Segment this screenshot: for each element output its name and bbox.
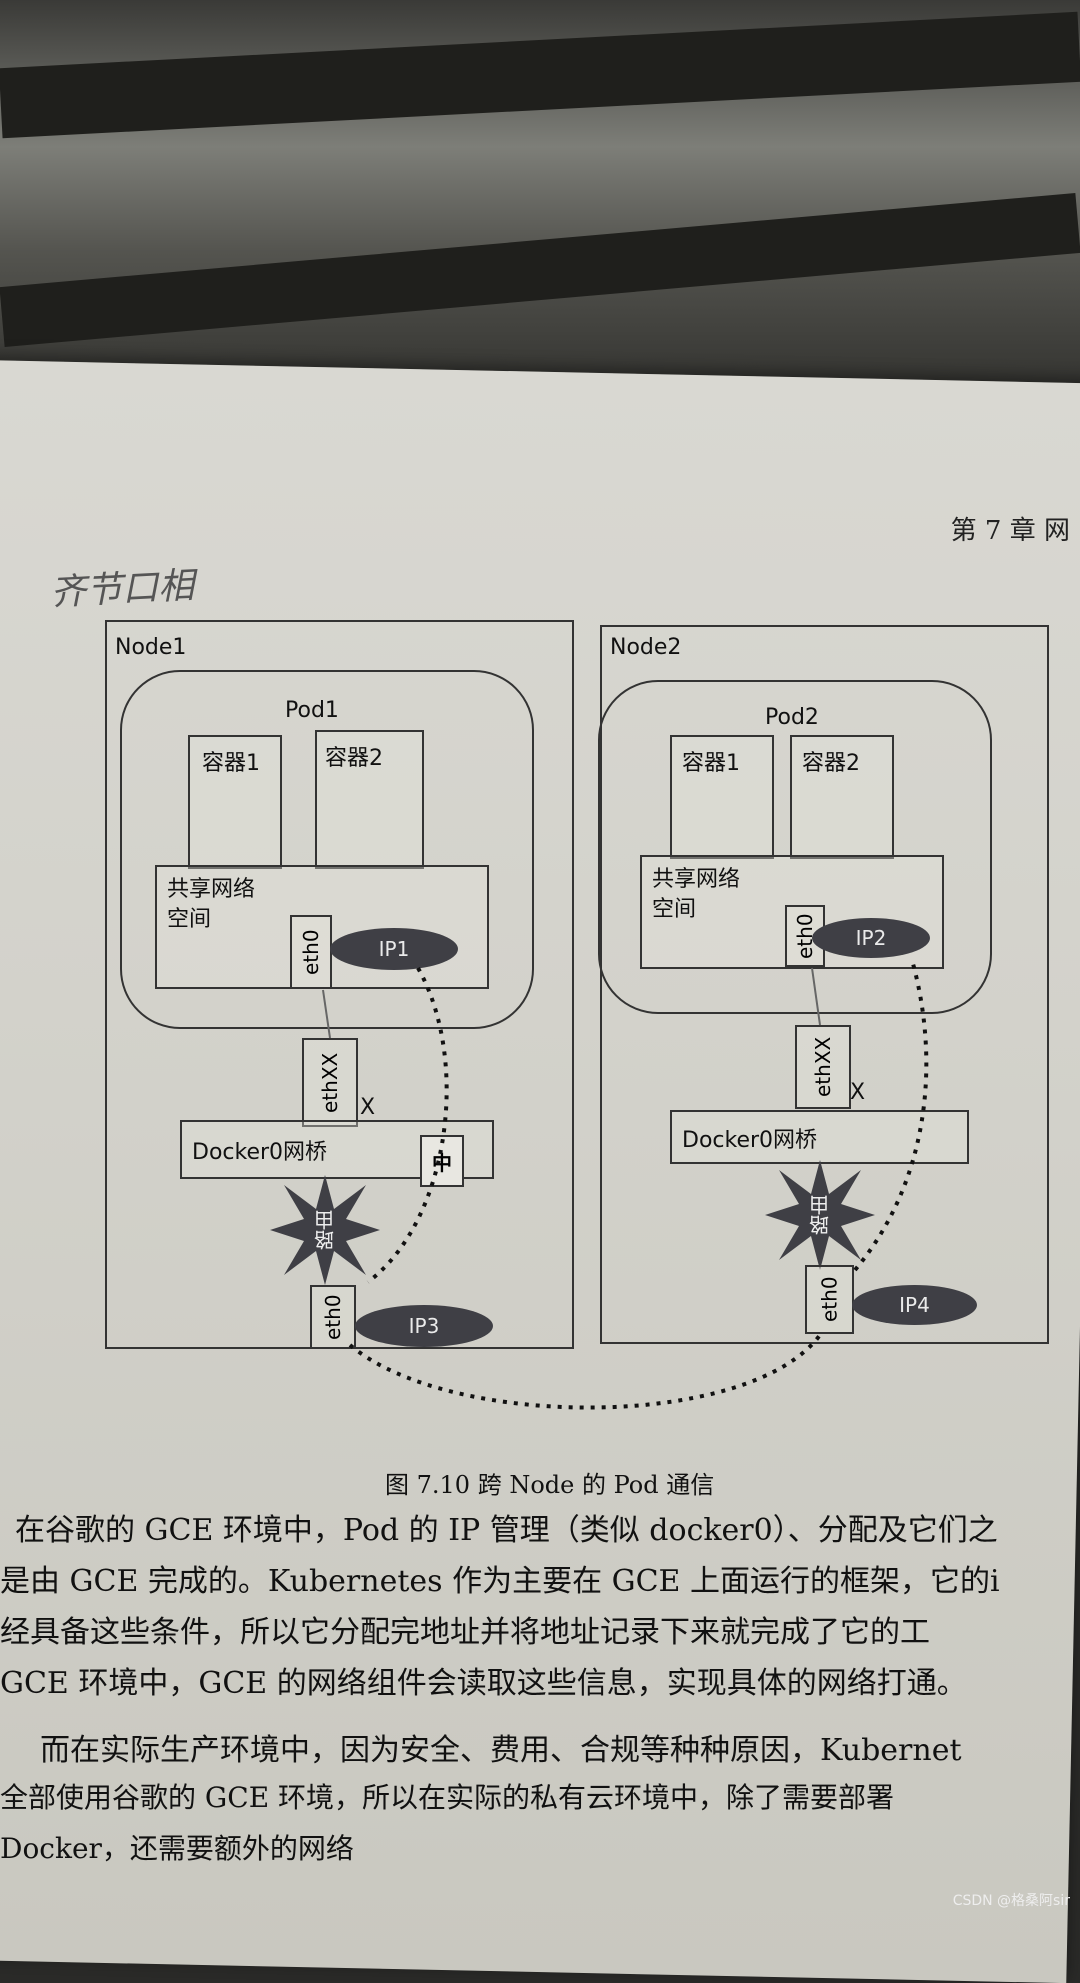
pod1-frame (120, 670, 534, 1029)
docker0-bridge: Docker0网桥 (180, 1120, 494, 1179)
container2: 容器2 (315, 730, 424, 869)
router-burst-1 (270, 1175, 380, 1285)
paragraph-line: GCE 环境中，GCE 的网络组件会读取这些信息，实现具体的网络打通。 (0, 1666, 967, 1701)
paragraph-line: 是由 GCE 完成的。Kubernetes 作为主要在 GCE 上面运行的框架，… (0, 1564, 1000, 1599)
node2-frame (600, 625, 1049, 1344)
middle-box: 中 (420, 1135, 464, 1187)
x-mark: X (360, 1095, 376, 1120)
pod2-frame (598, 680, 992, 1014)
container2: 容器2 (790, 735, 894, 859)
paragraph-line: 全部使用谷歌的 GCE 环境，所以在实际的私有云环境中，除了需要部署 (0, 1781, 895, 1814)
node1-frame (105, 620, 574, 1349)
packet-path (322, 959, 929, 1410)
chapter-header: 第 7 章 网 (950, 516, 1070, 546)
node1-title: Node1 (115, 635, 187, 660)
figure-caption: 图 7.10 跨 Node 的 Pod 通信 (385, 1471, 715, 1499)
paragraph-line: Docker，还需要额外的网络 (0, 1832, 354, 1865)
shared-net-namespace: 共享网络 空间 (155, 865, 489, 989)
pod1-title: Pod1 (285, 698, 339, 723)
watermark-credit: CSDN @格桑阿sir (952, 1893, 1070, 1909)
router-burst-2 (765, 1160, 875, 1270)
node2-title: Node2 (610, 635, 682, 660)
x-mark: X (850, 1080, 866, 1105)
container1: 容器1 (670, 735, 774, 859)
paragraph-line: 而在实际生产环境中，因为安全、费用、合规等种种原因，Kubernet (40, 1733, 962, 1768)
container1: 容器1 (188, 735, 282, 869)
ip2-badge: IP2 (812, 918, 930, 958)
paragraph-line: 在谷歌的 GCE 环境中，Pod 的 IP 管理（类似 docker0）、分配及… (15, 1513, 998, 1548)
pod2-title: Pod2 (765, 705, 819, 730)
ip3-badge: IP3 (355, 1305, 493, 1347)
ip4-badge: IP4 (852, 1285, 977, 1325)
ip1-badge: IP1 (330, 928, 458, 970)
paragraph-line: 经具备这些条件，所以它分配完地址并将地址记录下来就完成了它的工 (0, 1615, 930, 1650)
